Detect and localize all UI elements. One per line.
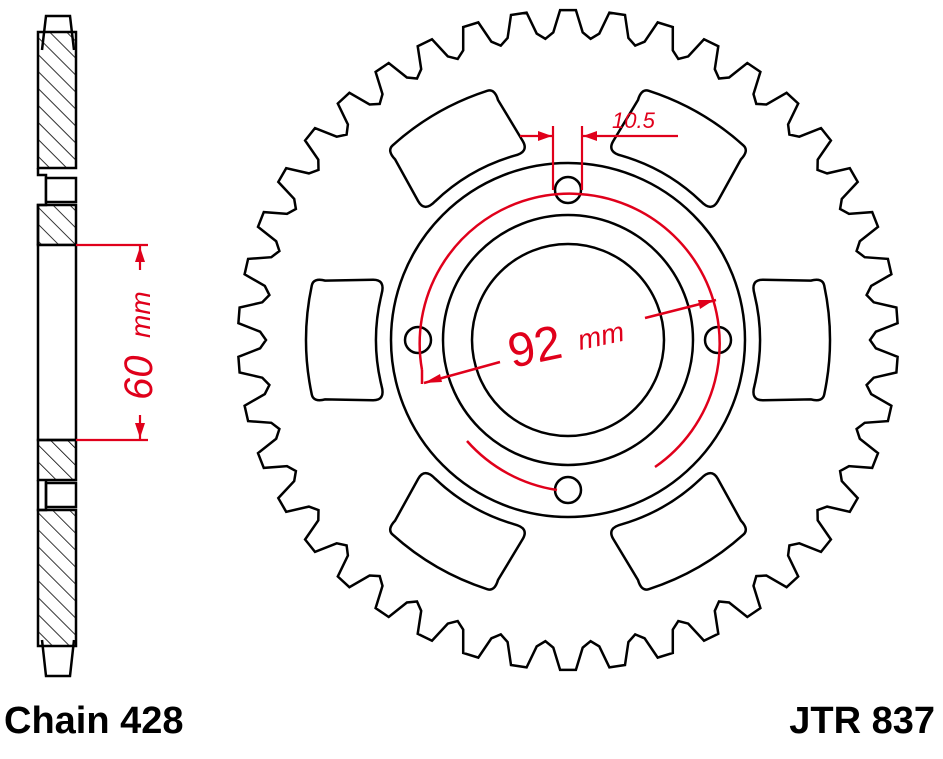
lightening-window (610, 471, 748, 591)
lightening-window (752, 278, 832, 402)
bolt-hole-top (553, 175, 583, 205)
side-top-hatch (36, 30, 78, 170)
side-bottom-hatch (36, 508, 78, 648)
side-hub-hatch-top (36, 203, 78, 247)
side-view (36, 14, 78, 678)
part-number-label: JTR 837 (789, 700, 935, 742)
middle-hub-ring (441, 213, 695, 467)
bolt-circle-value: 92 (503, 316, 566, 379)
lightening-window (304, 278, 384, 402)
bolt-hole-dimension (520, 126, 678, 190)
lightening-window (388, 471, 526, 591)
side-bore (36, 243, 78, 442)
bolt-circle-unit: mm (575, 316, 627, 356)
chain-label: Chain 428 (4, 700, 184, 742)
bolt-hole-bottom (553, 475, 583, 505)
bolt-circle-dimension (418, 192, 721, 492)
front-view (237, 8, 899, 672)
bore-dimension-value: 60 (117, 356, 161, 401)
sprocket-teeth-outline (237, 8, 899, 672)
bolt-hole-left (403, 325, 433, 355)
lightening-window (610, 89, 748, 209)
bore-dimension (76, 243, 148, 442)
bore-dimension-unit: mm (125, 291, 156, 338)
lightening-windows (304, 89, 832, 591)
center-bore (470, 242, 666, 438)
outer-hub-ring (389, 161, 747, 519)
side-hub-hatch-bottom (36, 438, 78, 482)
lightening-window (388, 89, 526, 209)
side-bottom-tip (40, 639, 76, 678)
bolt-hole-dimension-value: 10.5 (612, 108, 656, 133)
